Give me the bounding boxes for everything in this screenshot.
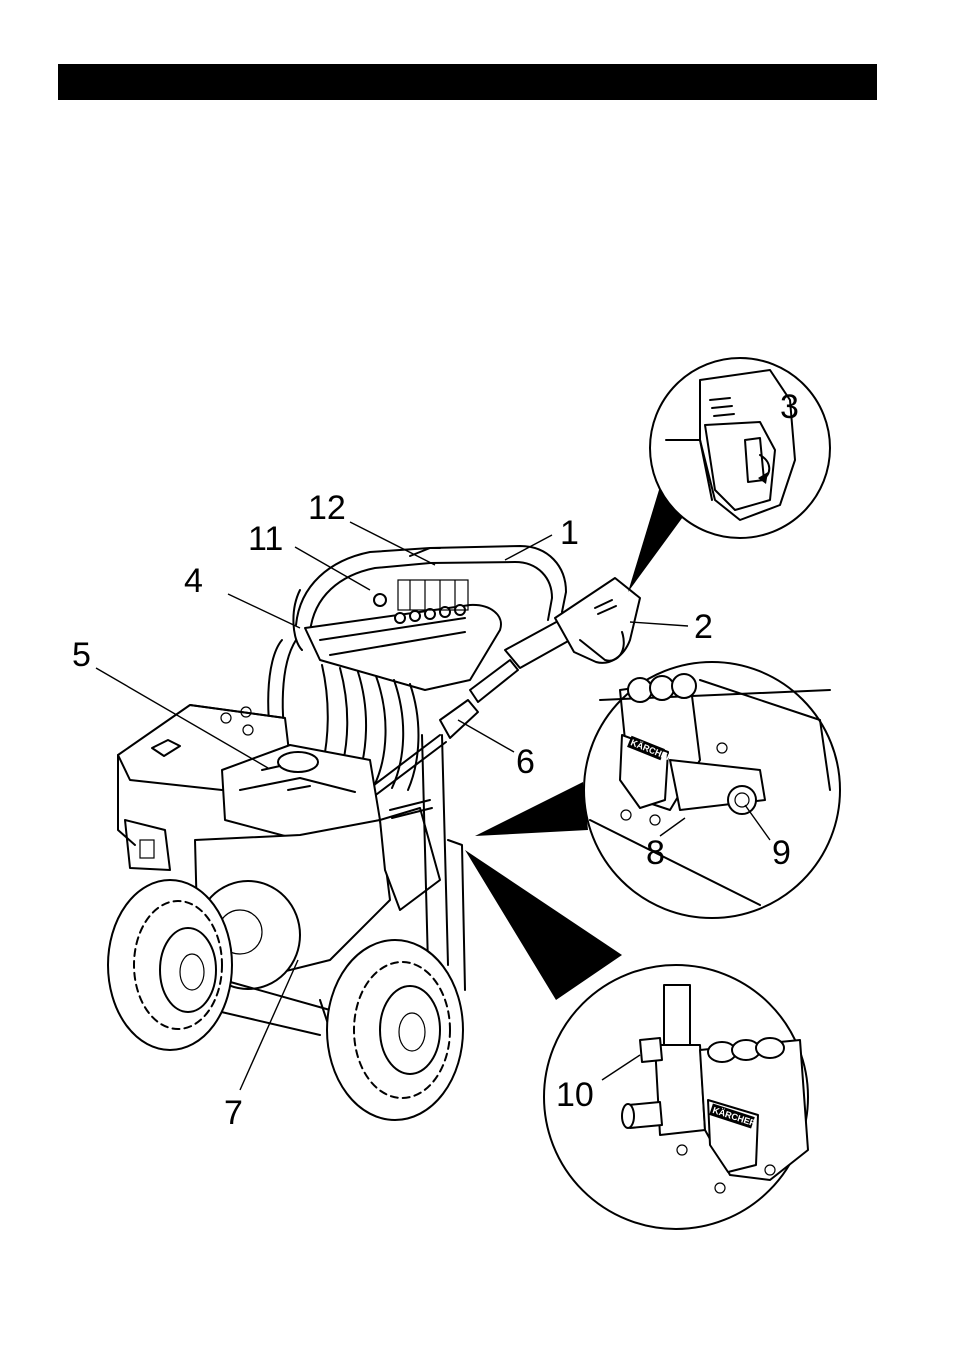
callout-1: 1 bbox=[560, 514, 579, 552]
detail-pointer-10 bbox=[465, 850, 622, 1000]
callout-7: 7 bbox=[224, 1094, 243, 1132]
callout-8: 8 bbox=[646, 834, 665, 872]
right-wheel bbox=[327, 940, 463, 1120]
control-panel bbox=[305, 580, 501, 690]
detail-trigger-lock bbox=[628, 358, 830, 592]
detail-pointer-8-9 bbox=[475, 782, 588, 836]
callout-4: 4 bbox=[184, 562, 203, 600]
callout-9: 9 bbox=[772, 834, 791, 872]
callout-3: 3 bbox=[780, 388, 799, 426]
callout-11: 11 bbox=[248, 520, 283, 558]
detail-pump-outlet: KÄRCHER bbox=[475, 662, 840, 918]
callout-10: 10 bbox=[556, 1076, 594, 1114]
left-wheel bbox=[108, 880, 232, 1050]
callout-5: 5 bbox=[72, 636, 91, 674]
callout-12: 12 bbox=[308, 489, 346, 527]
callout-6: 6 bbox=[516, 743, 535, 781]
callout-2: 2 bbox=[694, 608, 713, 646]
